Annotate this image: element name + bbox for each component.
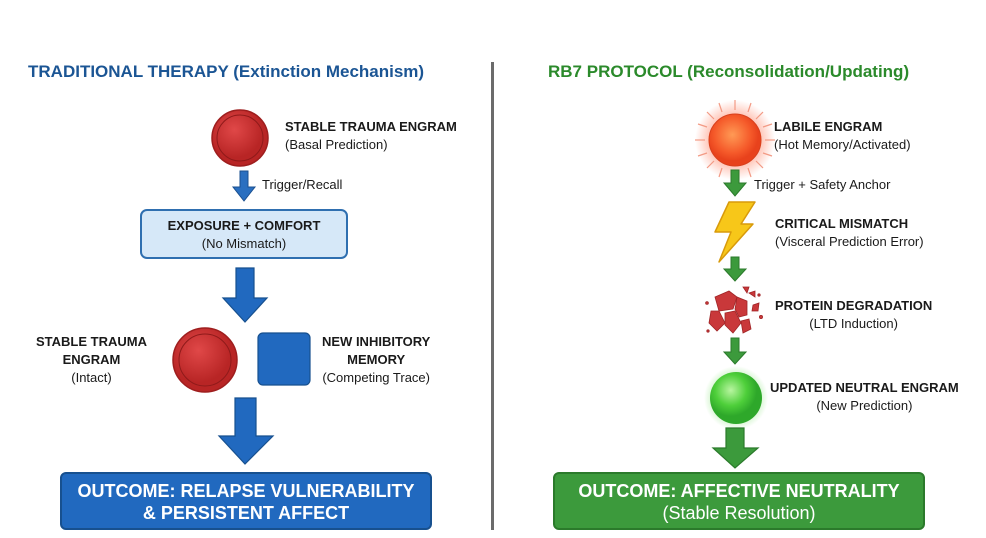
degradation-title: PROTEIN DEGRADATION: [775, 298, 933, 313]
updated-engram-label: UPDATED NEUTRAL ENGRAM (New Prediction): [770, 379, 959, 415]
degradation-subtitle: (LTD Induction): [809, 316, 898, 331]
inhibitory-memory-label: NEW INHIBITORY MEMORY (Competing Trace): [322, 333, 430, 387]
labile-engram-title: LABILE ENGRAM: [774, 119, 883, 134]
intact-engram-title-1: STABLE TRAUMA: [36, 334, 147, 349]
left-panel-title: TRADITIONAL THERAPY (Extinction Mechanis…: [28, 62, 425, 81]
outcome-relapse-box: OUTCOME: RELAPSE VULNERABILITY & PERSIST…: [60, 472, 432, 530]
updated-engram-subtitle: (New Prediction): [816, 398, 913, 413]
inhibitory-title-2: MEMORY: [347, 352, 406, 367]
red-circle-icon: [211, 109, 269, 167]
lightning-bolt-icon: [714, 201, 756, 263]
inhibitory-subtitle: (Competing Trace): [322, 370, 430, 385]
outcome-left-line1: OUTCOME: RELAPSE VULNERABILITY: [77, 481, 415, 501]
outcome-left-line2: & PERSISTENT AFFECT: [142, 503, 350, 523]
exposure-title: EXPOSURE + COMFORT: [167, 218, 321, 233]
exposure-comfort-box: EXPOSURE + COMFORT (No Mismatch): [140, 209, 348, 259]
glowing-sun-icon: [695, 100, 775, 180]
small-green-arrow-icon: [722, 256, 748, 282]
mismatch-subtitle: (Visceral Prediction Error): [775, 234, 924, 249]
exposure-subtitle: (No Mismatch): [201, 236, 287, 251]
degradation-label: PROTEIN DEGRADATION (LTD Induction): [775, 297, 932, 333]
small-green-arrow-icon: [722, 169, 748, 197]
down-arrow-icon: [221, 267, 269, 323]
large-down-arrow-icon: [217, 397, 275, 465]
mismatch-title: CRITICAL MISMATCH: [775, 216, 909, 231]
large-green-arrow-icon: [711, 427, 760, 469]
panel-divider: [491, 62, 494, 530]
blue-square-icon: [257, 332, 311, 386]
stable-engram-subtitle: (Basal Prediction): [285, 137, 388, 152]
intact-engram-subtitle: (Intact): [71, 370, 112, 385]
stable-engram-label: STABLE TRAUMA ENGRAM (Basal Prediction): [285, 118, 457, 154]
trigger-safety-label: Trigger + Safety Anchor: [754, 177, 891, 192]
green-sphere-icon: [704, 366, 768, 430]
mismatch-label: CRITICAL MISMATCH (Visceral Prediction E…: [775, 215, 924, 251]
intact-engram-label: STABLE TRAUMA ENGRAM (Intact): [36, 333, 147, 387]
stable-engram-title: STABLE TRAUMA ENGRAM: [285, 119, 457, 134]
shattered-sphere-icon: [705, 286, 764, 334]
small-green-arrow-icon: [722, 337, 748, 365]
outcome-neutrality-box: OUTCOME: AFFECTIVE NEUTRALITY (Stable Re…: [553, 472, 925, 530]
outcome-right-line1: OUTCOME: AFFECTIVE NEUTRALITY: [578, 481, 900, 501]
inhibitory-title-1: NEW INHIBITORY: [322, 334, 431, 349]
labile-engram-label: LABILE ENGRAM (Hot Memory/Activated): [774, 118, 911, 154]
outcome-right-line2: (Stable Resolution): [662, 503, 816, 523]
updated-engram-title: UPDATED NEUTRAL ENGRAM: [770, 380, 959, 395]
small-down-arrow-icon: [231, 170, 257, 202]
red-circle-icon: [172, 327, 238, 393]
labile-engram-subtitle: (Hot Memory/Activated): [774, 137, 911, 152]
right-panel-title: RB7 PROTOCOL (Reconsolidation/Updating): [548, 62, 910, 81]
trigger-recall-label: Trigger/Recall: [262, 177, 343, 192]
intact-engram-title-2: ENGRAM: [62, 352, 121, 367]
